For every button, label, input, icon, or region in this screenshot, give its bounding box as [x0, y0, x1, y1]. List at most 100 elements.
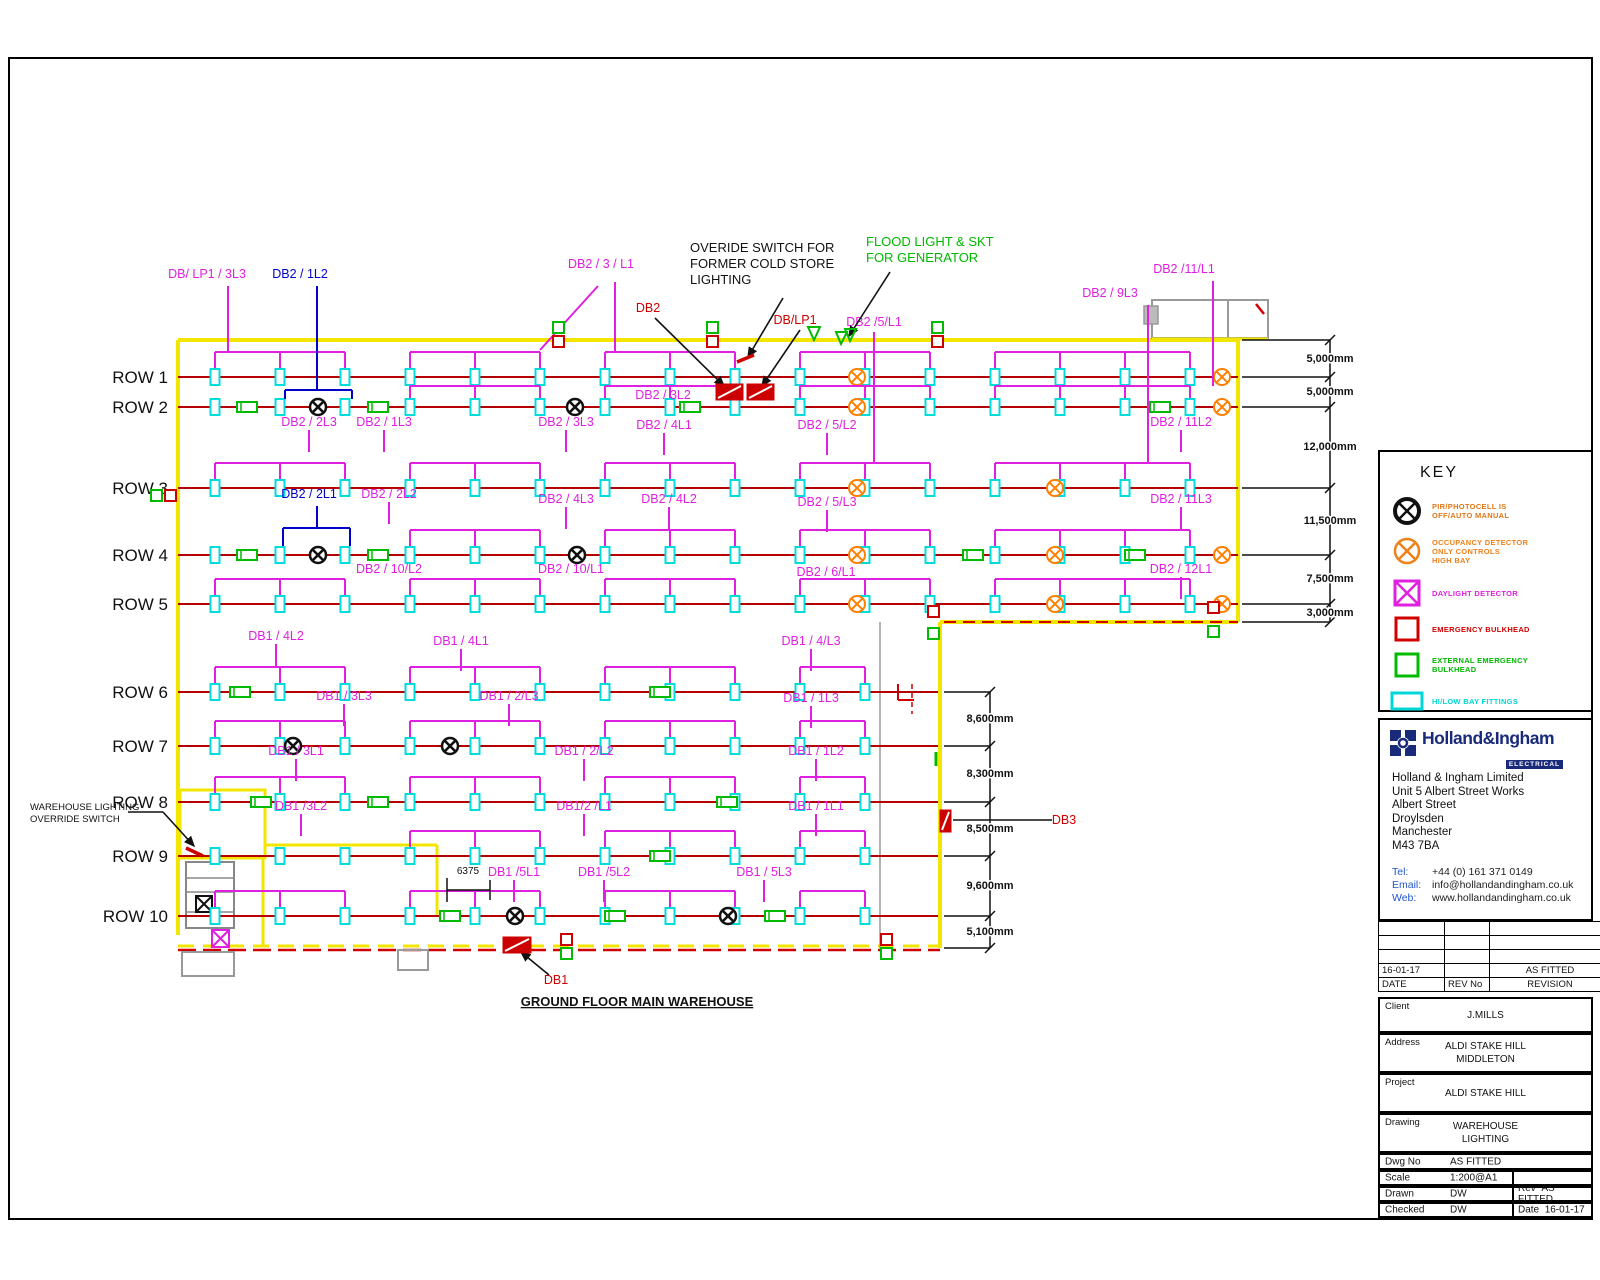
revision-row [1378, 935, 1600, 950]
light-fitting [339, 793, 351, 811]
light-fitting [209, 847, 221, 865]
light-fitting [794, 479, 806, 497]
em-key-icon [1394, 616, 1420, 642]
dim-tick [984, 850, 996, 862]
cell-divider [1512, 1188, 1514, 1200]
pir-detector [568, 400, 582, 414]
drawing-label: Drawing [1385, 1117, 1420, 1128]
key-title: KEY [1420, 464, 1459, 481]
light-fitting [794, 907, 806, 925]
external-bulkhead-symbol [150, 489, 163, 502]
dim-label: 12,000mm [1303, 441, 1356, 453]
light-fitting [339, 907, 351, 925]
light-fitting [534, 479, 546, 497]
dim-label: 5,000mm [1306, 386, 1353, 398]
revision-cell: AS FITTED [1489, 963, 1600, 978]
light-fitting [209, 595, 221, 613]
revision-cell [1378, 935, 1445, 950]
external-structure [181, 951, 235, 977]
dock-mark [1255, 303, 1265, 315]
pir-detector [311, 400, 325, 414]
client-label: Client [1385, 1001, 1410, 1012]
contact-value: www.hollandandingham.co.uk [1432, 892, 1571, 904]
day-key-icon [1393, 579, 1421, 607]
dim-label: 6375 [457, 866, 480, 877]
dim-tick [1324, 549, 1336, 561]
light-fitting [599, 793, 611, 811]
light-fitting [274, 546, 286, 564]
light-fitting [274, 595, 286, 613]
dim-tick [1324, 371, 1336, 383]
circuit-label: DB2 / 6/L1 [796, 565, 855, 579]
circuit-label: DB1 / 1L2 [788, 744, 844, 758]
light-fitting [274, 479, 286, 497]
light-fitting [924, 546, 936, 564]
flood-light-symbol [834, 331, 849, 347]
light-fitting [599, 683, 611, 701]
fit-key-icon [1390, 691, 1424, 711]
light-fitting [1184, 368, 1196, 386]
light-fitting [729, 368, 741, 386]
emergency-bulkhead-symbol [1207, 601, 1220, 614]
external-bulkhead-symbol [1207, 625, 1220, 638]
light-fitting [599, 737, 611, 755]
revision-cell: REV No [1444, 977, 1490, 992]
company-box: Holland&Ingham ELECTRICAL Holland & Ingh… [1378, 718, 1593, 921]
occ-key-icon [1393, 537, 1421, 565]
circuit-label: DB2 [636, 301, 660, 315]
light-fitting [1119, 595, 1131, 613]
circuit-label: DB2 / 10/L2 [356, 562, 422, 576]
dim-tick [984, 740, 996, 752]
project-label: Project [1385, 1077, 1415, 1088]
dim-tick [984, 910, 996, 922]
emergency-bulkhead [236, 549, 258, 561]
key-entry-label: DAYLIGHT DETECTOR [1432, 588, 1518, 598]
light-fitting [859, 737, 871, 755]
circuit-label: DB2 /11/L1 [1153, 262, 1215, 276]
light-fitting [339, 368, 351, 386]
light-fitting [1184, 479, 1196, 497]
fit-key-icon [1390, 691, 1424, 711]
circuit-label: DB2 / 4L2 [641, 492, 697, 506]
dock-block [1143, 305, 1159, 325]
leader-arrow [162, 811, 196, 848]
occupancy-detector [1048, 481, 1062, 495]
logo-icon [1390, 730, 1416, 756]
company-address-line: Albert Street [1392, 799, 1456, 811]
light-fitting [1119, 479, 1131, 497]
row-label: ROW 2 [112, 398, 168, 417]
occ-key-icon [1398, 542, 1416, 560]
revision-cell [1489, 921, 1600, 936]
emergency-bulkhead-symbol [927, 605, 940, 618]
office-room [178, 788, 267, 860]
key-entry-label: HI/LOW BAY FITTINGS [1432, 696, 1519, 706]
warehouse-override-note: OVERRIDE SWITCH [30, 814, 120, 825]
circuit-label: DB2 / 1L2 [272, 267, 328, 281]
light-fitting [274, 847, 286, 865]
circuit-label: DB2 / 11L2 [1150, 415, 1212, 429]
daylight-detector [211, 929, 230, 948]
row-label: ROW 6 [112, 683, 168, 702]
light-fitting [209, 907, 221, 925]
dim-label: 9,600mm [966, 880, 1013, 892]
light-fitting [534, 546, 546, 564]
dim-label: 5,000mm [1306, 353, 1353, 365]
circuit-label: DB2 / 11L3 [1150, 492, 1212, 506]
light-fitting [924, 398, 936, 416]
light-fitting [274, 793, 286, 811]
light-fitting [729, 546, 741, 564]
leader-arrow [654, 317, 726, 388]
light-fitting [1054, 398, 1066, 416]
revision-cell: DATE [1378, 977, 1445, 992]
row-label: ROW 1 [112, 368, 168, 387]
light-fitting [404, 683, 416, 701]
revision-cell [1444, 963, 1490, 978]
row-label: ROW 5 [112, 595, 168, 614]
checked-row: Checked DW Date 16-01-17 [1378, 1202, 1593, 1218]
light-fitting [1119, 368, 1131, 386]
pir-detector [570, 548, 584, 562]
light-fitting [339, 595, 351, 613]
warehouse-override-note: WAREHOUSE LIGHTING [30, 802, 139, 813]
